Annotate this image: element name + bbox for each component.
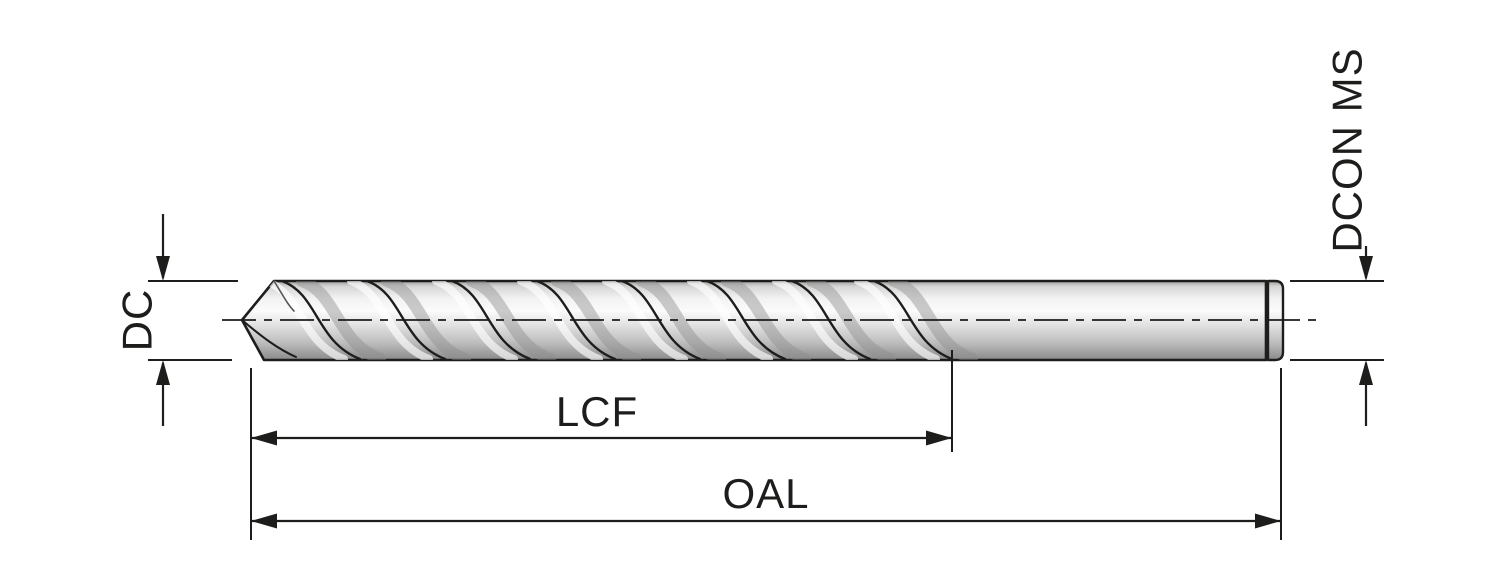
flute-highlight [854, 281, 940, 360]
dc-dimension: DC [114, 214, 238, 426]
flute-highlight [347, 281, 433, 360]
flute-shade [381, 281, 471, 360]
flute-curve [450, 281, 532, 360]
flute-shade [466, 281, 556, 360]
lcf-label: LCF [556, 388, 638, 435]
flute-highlight [687, 281, 773, 360]
flute-highlight [772, 281, 858, 360]
flute-shade [806, 281, 896, 360]
dcon-arrowhead-bottom [1359, 360, 1373, 385]
lcf-arrowhead-left [251, 430, 277, 446]
lcf-arrowhead-right [926, 430, 952, 446]
oal-arrowhead-right [1255, 513, 1281, 529]
point-flank-edge [273, 280, 295, 312]
oal-dimension: OAL [250, 368, 1282, 540]
dc-arrowhead-bottom [156, 360, 170, 385]
flute-highlight [602, 281, 688, 360]
oal-label: OAL [722, 470, 809, 517]
flute-curve [280, 281, 362, 360]
flute-highlight [517, 281, 603, 360]
flute-curve [872, 281, 954, 360]
flute-shade [551, 281, 641, 360]
oal-arrowhead-left [251, 513, 277, 529]
dcon-ms-dimension: DCON MS [1290, 47, 1384, 426]
flute-highlight [432, 281, 518, 360]
dcon-arrowhead-top [1359, 256, 1373, 281]
flute-shade [888, 281, 978, 360]
flute-curve [620, 281, 702, 360]
dc-arrowhead-top [156, 256, 170, 281]
lcf-dimension: LCF [251, 350, 953, 452]
flute-shade [721, 281, 811, 360]
flute-curve [790, 281, 872, 360]
flute-curve [365, 281, 447, 360]
flute-curve [535, 281, 617, 360]
dc-label: DC [114, 289, 161, 352]
point-lip-edge [241, 319, 297, 358]
flute-curve [705, 281, 787, 360]
dcon-ms-label: DCON MS [1324, 47, 1371, 252]
flute-shade [296, 281, 386, 360]
flute-shade [636, 281, 726, 360]
